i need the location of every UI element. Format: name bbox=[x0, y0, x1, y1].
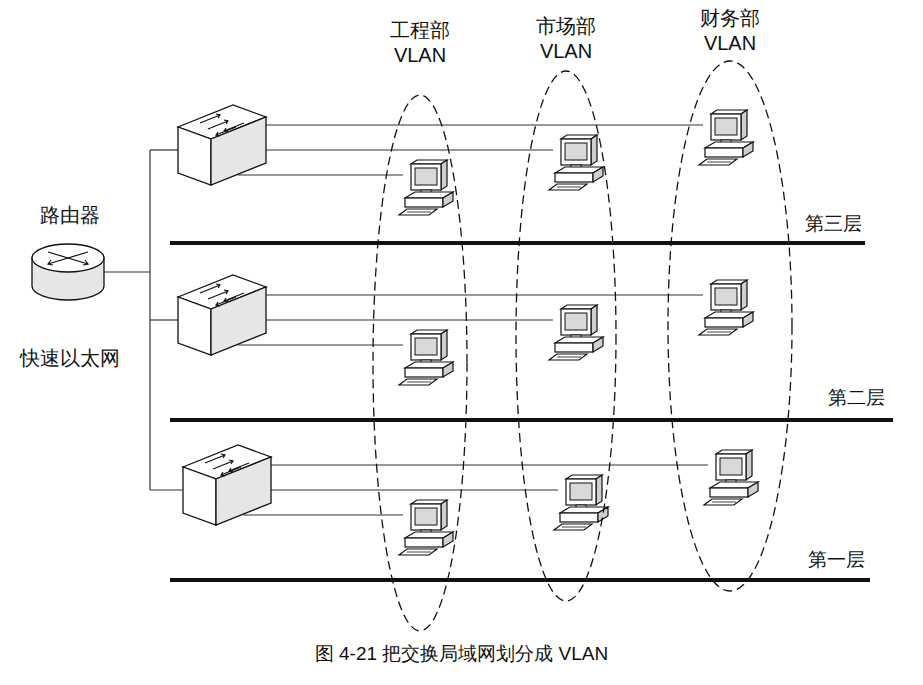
vlan-ellipse bbox=[668, 61, 792, 591]
vlan-outline bbox=[513, 70, 619, 603]
vlan-label: 工程部 VLAN bbox=[380, 18, 460, 68]
vlan-group: 财务部 VLAN bbox=[665, 6, 795, 593]
floor-label: 第一层 bbox=[808, 548, 865, 572]
router-label: 快速以太网 bbox=[20, 346, 120, 371]
vlan-group: 市场部 VLAN bbox=[513, 14, 619, 603]
vlan-group: 工程部 VLAN bbox=[370, 18, 470, 633]
router-label: 路由器 bbox=[40, 203, 100, 228]
vlan-ellipse bbox=[516, 71, 616, 601]
vlan-ellipse bbox=[373, 95, 467, 631]
vlan-label: 财务部 VLAN bbox=[690, 6, 770, 56]
floor-label: 第二层 bbox=[828, 386, 885, 410]
router-node: 路由器快速以太网 bbox=[10, 203, 130, 371]
vlan-outline bbox=[370, 94, 470, 633]
floor-label: 第三层 bbox=[805, 212, 862, 236]
vlan-label: 市场部 VLAN bbox=[526, 14, 606, 64]
vlan-outline bbox=[665, 60, 795, 593]
figure-caption: 图 4-21 把交换局域网划分成 VLAN bbox=[0, 642, 923, 666]
